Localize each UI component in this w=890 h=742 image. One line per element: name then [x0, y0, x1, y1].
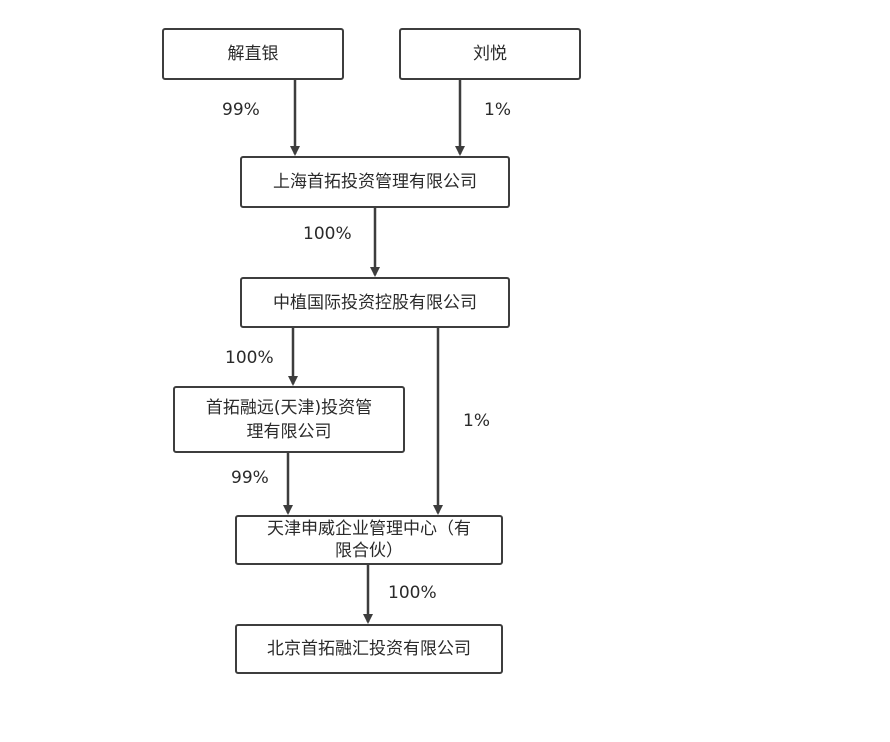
edge-label-liu-to-shanghai: 1% — [484, 100, 511, 120]
edge-label-shenwei-to-beijing: 100% — [388, 583, 437, 603]
node-shoutuo-rongyuan: 首拓融远(天津)投资管 理有限公司 — [173, 386, 405, 453]
edge-label-shanghai-to-zhongzhi: 100% — [303, 224, 352, 244]
node-beijing-shoutuo: 北京首拓融汇投资有限公司 — [235, 624, 503, 674]
edge-label-rongyuan-to-shenwei: 99% — [231, 468, 269, 488]
node-zhongzhi-guoji: 中植国际投资控股有限公司 — [240, 277, 510, 328]
node-label-line1: 天津申威企业管理中心（有 — [267, 519, 471, 539]
edge-label-zhongzhi-to-shenwei: 1% — [463, 411, 490, 431]
node-label-line1: 首拓融远(天津)投资管 — [205, 397, 373, 418]
node-shanghai-shoutuo: 上海首拓投资管理有限公司 — [240, 156, 510, 208]
node-label: 解直银 — [227, 44, 279, 64]
edge-label-xie-to-shanghai: 99% — [222, 100, 260, 120]
node-label-line2: 限合伙） — [335, 541, 403, 561]
node-label: 上海首拓投资管理有限公司 — [273, 172, 477, 192]
node-label-line2: 理有限公司 — [246, 421, 332, 442]
edge-label-zhongzhi-to-rongyuan: 100% — [225, 348, 274, 368]
node-xie-zhiyin: 解直银 — [162, 28, 344, 80]
node-liu-yue: 刘悦 — [399, 28, 581, 80]
node-label: 北京首拓融汇投资有限公司 — [267, 639, 471, 659]
node-tianjin-shenwei: 天津申威企业管理中心（有 限合伙） — [235, 515, 503, 565]
node-label: 刘悦 — [473, 44, 507, 64]
node-label: 中植国际投资控股有限公司 — [273, 292, 477, 313]
